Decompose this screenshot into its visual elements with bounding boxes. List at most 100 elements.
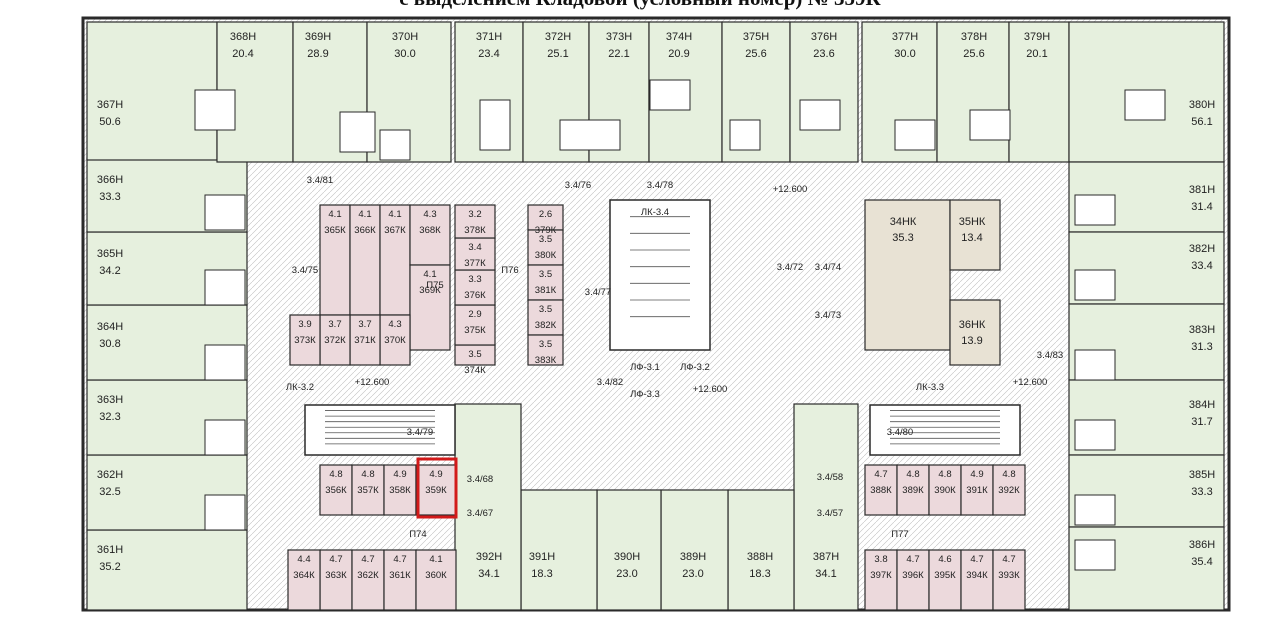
storage-area-358К: 4.9 (393, 469, 406, 480)
commercial-35НК (949, 199, 1001, 271)
label-c73-22: 3.4/73 (815, 310, 841, 321)
storage-number-393К: 393К (998, 570, 1020, 581)
apartment-number-392Н: 392Н (476, 551, 502, 563)
storage-area-365К: 4.1 (328, 209, 341, 220)
storage-number-380К: 380К (535, 250, 557, 261)
apartment-number-362Н: 362Н (97, 469, 123, 481)
apartment-area-373Н: 22.1 (608, 48, 629, 60)
highlighted-storage-frame[interactable] (416, 457, 458, 519)
apartment-number-379Н: 379Н (1024, 31, 1050, 43)
apartment-area-376Н: 23.6 (813, 48, 834, 60)
apartment-number-373Н: 373Н (606, 31, 632, 43)
commercial-number-35НК: 35НК (959, 216, 986, 228)
storage-365К (319, 204, 351, 316)
storage-number-391К: 391К (966, 485, 988, 496)
bathroom-12 (969, 109, 1011, 141)
storage-area-376К: 3.3 (468, 274, 481, 285)
bathroom-18 (1074, 539, 1116, 571)
storage-366К (349, 204, 381, 316)
apartment-area-378Н: 25.6 (963, 48, 984, 60)
bathroom-15 (1074, 349, 1116, 381)
label-c80-15: 3.4/80 (887, 427, 913, 438)
apartment-area-384Н: 31.7 (1191, 416, 1212, 428)
storage-area-363К: 4.7 (329, 554, 342, 565)
storage-362К (351, 549, 385, 611)
storage-area-362К: 4.7 (361, 554, 374, 565)
bathroom-4 (204, 194, 246, 231)
apartment-391Н (520, 489, 598, 611)
label-p77-13: П77 (891, 529, 908, 540)
label-c58-25: 3.4/58 (817, 472, 843, 483)
storage-area-371К: 3.7 (358, 319, 371, 330)
storage-area-375К: 2.9 (468, 309, 481, 320)
apartment-number-381Н: 381Н (1189, 184, 1215, 196)
apartment-number-388Н: 388Н (747, 551, 773, 563)
stair-core-0 (304, 404, 456, 456)
storage-397К (864, 549, 898, 611)
bathroom-7 (559, 119, 621, 151)
apartment-number-365Н: 365Н (97, 248, 123, 260)
commercial-area-36НК: 13.9 (961, 335, 982, 347)
storage-376К (454, 269, 496, 306)
apartment-number-375Н: 375Н (743, 31, 769, 43)
storage-area-364К: 4.4 (297, 554, 310, 565)
storage-area-397К: 3.8 (874, 554, 887, 565)
storage-number-360К: 360К (425, 570, 447, 581)
storage-394К (960, 549, 994, 611)
apartment-number-385Н: 385Н (1189, 469, 1215, 481)
storage-area-367К: 4.1 (388, 209, 401, 220)
apartment-390Н (596, 489, 662, 611)
apartment-area-372Н: 25.1 (547, 48, 568, 60)
storage-number-395К: 395К (934, 570, 956, 581)
apartment-372Н (522, 21, 590, 163)
storage-381К (527, 264, 564, 301)
bathroom-13 (1074, 194, 1116, 226)
bathroom-14 (1074, 269, 1116, 301)
storage-number-390К: 390К (934, 485, 956, 496)
apartment-area-379Н: 20.1 (1026, 48, 1047, 60)
apartment-number-386Н: 386Н (1189, 539, 1215, 551)
apartment-area-369Н: 28.9 (307, 48, 328, 60)
label-elev-7: +12.600 (773, 184, 808, 195)
storage-373К (289, 314, 321, 366)
label-c76-19: 3.4/76 (565, 180, 591, 191)
storage-364К (287, 549, 321, 611)
storage-area-382К: 3.5 (539, 304, 552, 315)
storage-number-373К: 373К (294, 335, 316, 346)
storage-number-377К: 377К (464, 258, 486, 269)
label-lk32-0: ЛК-3.2 (286, 382, 314, 393)
commercial-number-34НК: 34НК (890, 216, 917, 228)
storage-number-376К: 376К (464, 290, 486, 301)
bathroom-2 (204, 494, 246, 531)
apartment-number-368Н: 368Н (230, 31, 256, 43)
stair-core-2 (609, 199, 711, 351)
stair-core-1 (869, 404, 1021, 456)
storage-area-390К: 4.8 (938, 469, 951, 480)
storage-number-378К: 378К (464, 225, 486, 236)
apartment-area-361Н: 35.2 (99, 561, 120, 573)
label-lk33-1: ЛК-3.3 (916, 382, 944, 393)
commercial-36НК (949, 299, 1001, 366)
apartment-area-370Н: 30.0 (394, 48, 415, 60)
storage-area-360К: 4.1 (429, 554, 442, 565)
label-c83-28: 3.4/83 (1037, 350, 1063, 361)
commercial-area-34НК: 35.3 (892, 232, 913, 244)
storage-number-359К: 359К (425, 485, 447, 496)
apartment-area-377Н: 30.0 (894, 48, 915, 60)
storage-area-380К: 3.5 (539, 234, 552, 245)
storage-number-392К: 392К (998, 485, 1020, 496)
storage-number-375К: 375К (464, 325, 486, 336)
apartment-number-366Н: 366Н (97, 174, 123, 186)
storage-area-391К: 4.9 (970, 469, 983, 480)
label-c67-26: 3.4/67 (467, 508, 493, 519)
label-lf32-4: ЛФ-3.2 (680, 362, 710, 373)
storage-area-356К: 4.8 (329, 469, 342, 480)
apartment-388Н (727, 489, 795, 611)
storage-number-356К: 356К (325, 485, 347, 496)
label-elev-6: +12.600 (355, 377, 390, 388)
apartment-area-368Н: 20.4 (232, 48, 253, 60)
apartment-area-363Н: 32.3 (99, 411, 120, 423)
storage-area-374К: 3.5 (468, 349, 481, 360)
storage-380К (527, 229, 564, 266)
label-lf33-5: ЛФ-3.3 (630, 389, 660, 400)
